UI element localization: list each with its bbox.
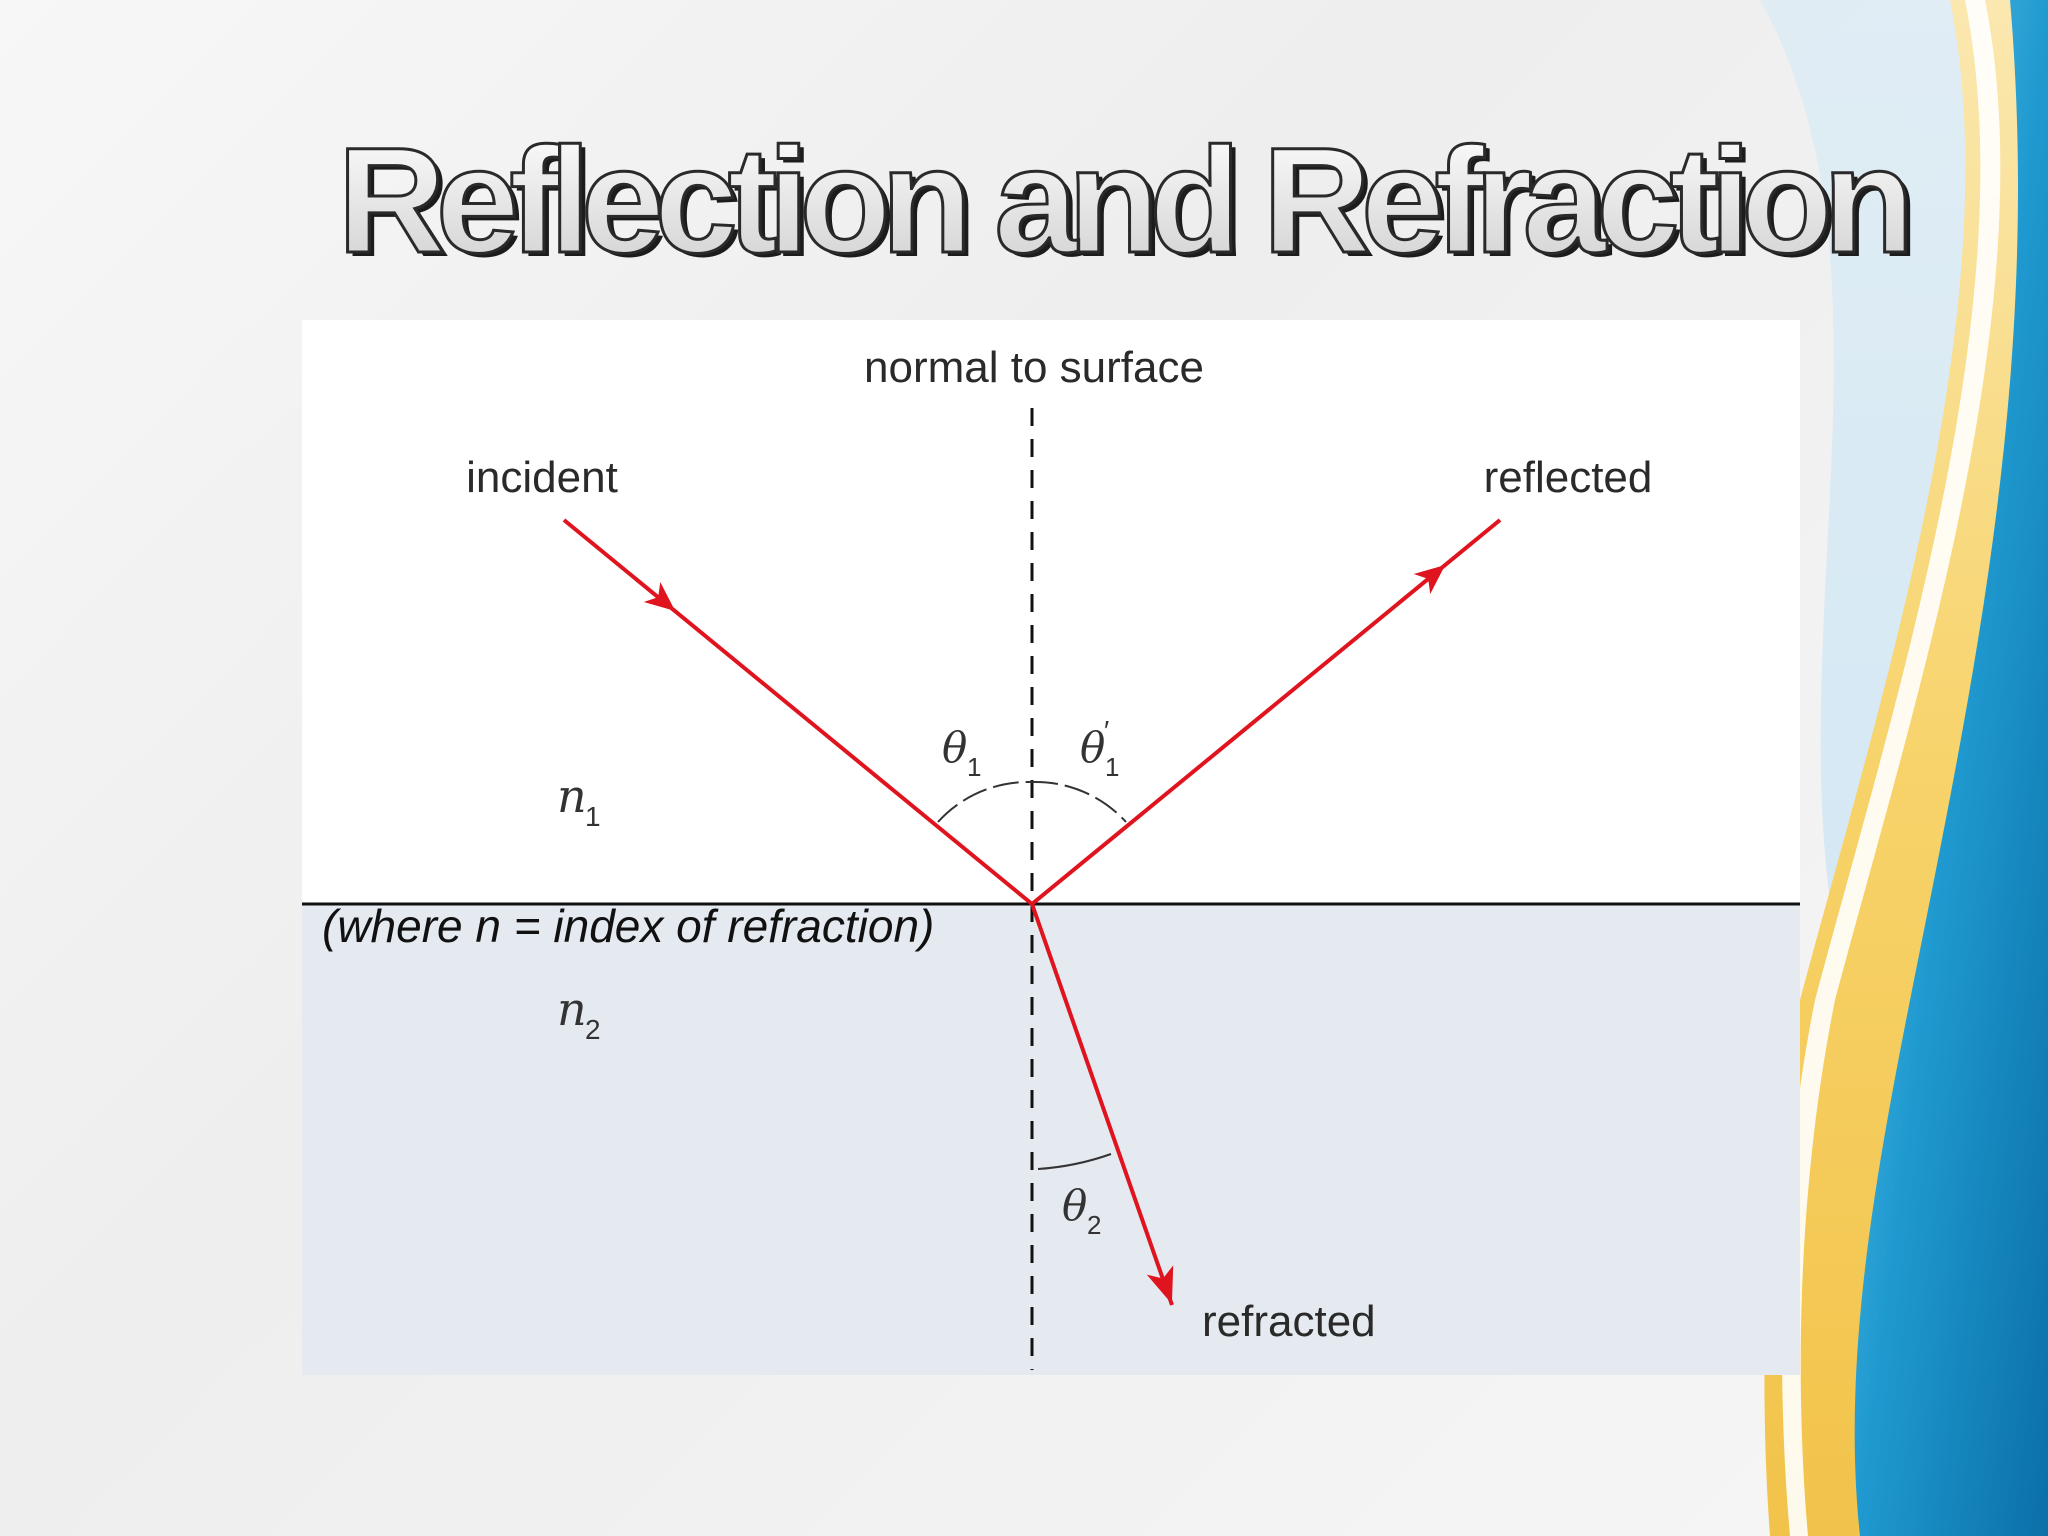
theta1-symbol: θ (942, 723, 967, 772)
index-note: (where n = index of refraction) (322, 900, 934, 952)
page-title-shadow: Reflection and Refraction (343, 120, 1911, 280)
refracted-label: refracted (1202, 1297, 1376, 1346)
theta1-prime-arc (1031, 780, 1127, 823)
theta1-prime-subscript: 1 (1105, 752, 1119, 782)
incident-ray (562, 518, 1034, 906)
theta2-arc (1037, 1153, 1112, 1170)
refracted-ray (1030, 903, 1174, 1306)
page-title: Reflection and Refraction (338, 116, 1906, 280)
white-stripe (1782, 0, 2001, 1536)
n1-symbol: n (557, 769, 587, 823)
blue-wave (1854, 0, 2048, 1536)
theta1-prime-mark: ′ (1104, 715, 1109, 746)
theta1-prime-label: θ ′ 1 (1080, 715, 1119, 782)
reflected-label: reflected (1484, 453, 1653, 502)
title-area: Reflection and Refraction Reflection and… (0, 80, 2048, 281)
theta1-arc (937, 780, 1033, 823)
theta1-label: θ 1 (942, 723, 981, 782)
n2-subscript: 2 (585, 1014, 601, 1045)
refraction-diagram: normal to surface incident reflected ref… (302, 320, 1800, 1375)
n2-label: n 2 (557, 982, 601, 1045)
refracted-arrow-head (1146, 1265, 1174, 1304)
n2-symbol: n (557, 982, 587, 1036)
normal-label: normal to surface (864, 343, 1204, 392)
theta2-symbol: θ (1062, 1181, 1087, 1230)
reflected-ray (1030, 518, 1502, 906)
reflected-arrow-head (1413, 564, 1446, 595)
theta1-prime-symbol: θ (1080, 723, 1105, 772)
incident-arrow-head (643, 581, 676, 612)
n1-subscript: 1 (585, 801, 601, 832)
lower-medium (302, 904, 1800, 1375)
theta1-subscript: 1 (967, 752, 981, 782)
theta2-subscript: 2 (1087, 1210, 1101, 1240)
theta2-label: θ 2 (1062, 1181, 1101, 1240)
incident-label: incident (466, 453, 618, 502)
n1-label: n 1 (557, 769, 601, 832)
